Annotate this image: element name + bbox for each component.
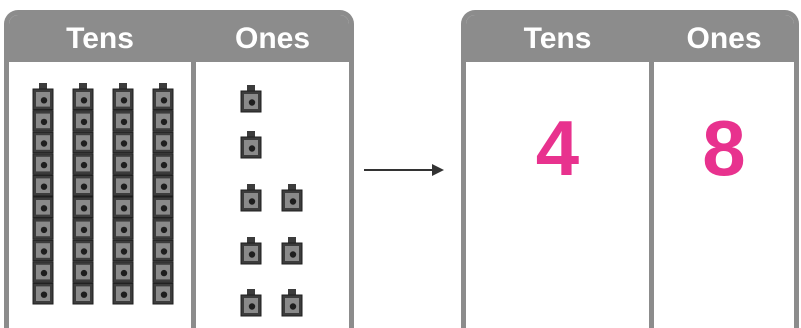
tens-rod (112, 83, 134, 305)
tens-rod (72, 83, 94, 305)
tens-header: Tens (523, 22, 592, 55)
unit-cube (240, 289, 262, 317)
place-value-chart-digits: Tens Ones 4 8 (461, 10, 799, 328)
tens-rods (32, 83, 174, 305)
ones-digit: 8 (702, 104, 746, 192)
ones-cubes (240, 85, 303, 317)
tens-header: Tens (66, 22, 134, 55)
ones-header: Ones (686, 22, 762, 55)
unit-cube (240, 237, 262, 265)
base-ten-blocks (32, 83, 303, 317)
place-value-chart-blocks: Tens Ones (4, 10, 354, 328)
column-divider (649, 15, 654, 328)
unit-cube (281, 184, 303, 212)
unit-cube (281, 289, 303, 317)
unit-cube (240, 131, 262, 159)
unit-cube (240, 184, 262, 212)
tens-digit: 4 (535, 104, 580, 192)
right-arrow-icon (364, 164, 444, 176)
unit-cube (281, 237, 303, 265)
unit-cube (240, 85, 262, 113)
ones-header: Ones (234, 22, 311, 55)
column-divider (191, 15, 196, 328)
tens-rod (152, 83, 174, 305)
chart-header (9, 15, 349, 62)
tens-rod (32, 83, 54, 305)
chart-header (466, 15, 794, 62)
